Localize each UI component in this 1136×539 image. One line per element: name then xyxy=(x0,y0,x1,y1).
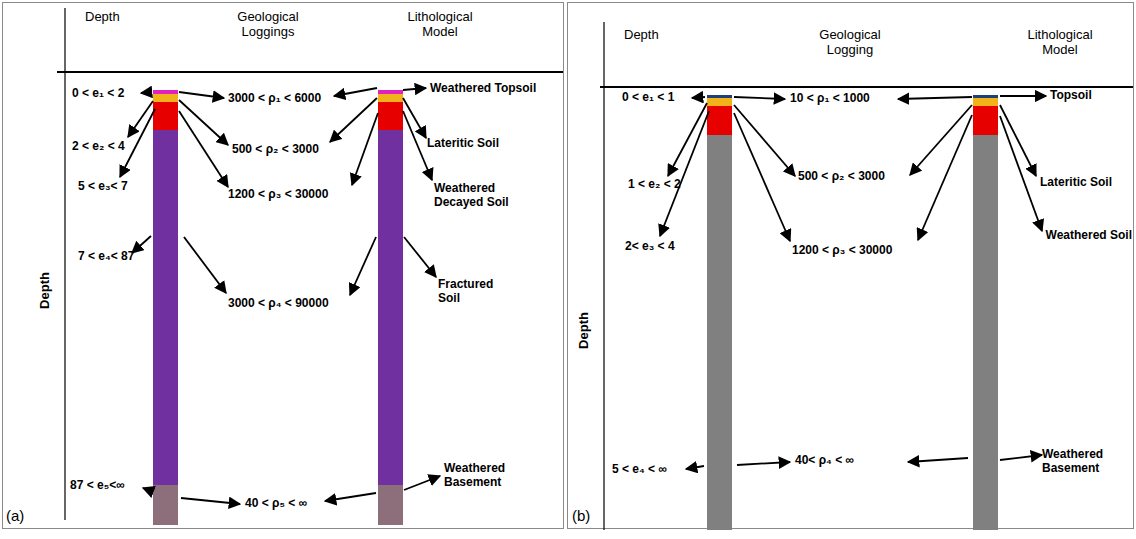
range-label: 0 < e₁ < 2 xyxy=(72,87,124,101)
leader-arrow xyxy=(898,97,972,99)
leader-arrow xyxy=(910,105,972,175)
leader-arrow xyxy=(908,458,968,462)
range-label: 40< ρ₄ < ∞ xyxy=(795,454,854,468)
lithology-band xyxy=(973,95,998,98)
leader-arrow xyxy=(403,88,426,90)
axis-line xyxy=(57,71,563,73)
column-header: Depth xyxy=(85,10,120,25)
lithology-band xyxy=(707,106,732,135)
lithology-band xyxy=(973,135,998,530)
range-label: 2< e₃ < 4 xyxy=(625,240,675,254)
leader-arrow xyxy=(404,237,436,277)
axis-title: Depth xyxy=(38,272,53,309)
lithology-band xyxy=(153,130,178,485)
lithology-band xyxy=(973,98,998,106)
range-label: 500 < ρ₂ < 3000 xyxy=(232,143,319,157)
leader-arrow xyxy=(120,109,155,177)
leader-arrow xyxy=(143,488,151,491)
leader-arrow xyxy=(1000,95,1046,97)
axis-title: Depth xyxy=(577,312,592,349)
axis-line xyxy=(600,86,1133,88)
lithology-band xyxy=(973,106,998,135)
lithology-band xyxy=(378,102,403,130)
leader-arrow xyxy=(352,113,378,185)
lithology-band xyxy=(378,90,403,94)
layer-name: Topsoil xyxy=(1050,89,1092,103)
column-header: Lithological Model xyxy=(400,10,480,40)
leader-arrow xyxy=(404,476,440,490)
panel-letter: (a) xyxy=(6,507,24,524)
leader-arrow xyxy=(692,97,705,98)
layer-name: Weathered Soil xyxy=(1046,229,1132,243)
layer-name: Weathered Basement xyxy=(444,462,534,490)
lithology-band xyxy=(378,485,403,525)
range-label: 1 < e₂ < 2 xyxy=(628,178,681,192)
leader-arrow xyxy=(325,493,376,501)
lithology-band xyxy=(707,95,732,98)
layer-name: Lateritic Soil xyxy=(1040,176,1112,190)
leader-arrow xyxy=(737,462,790,465)
leader-arrow xyxy=(141,92,151,93)
layer-name: Weathered Topsoil xyxy=(430,82,536,96)
column-header: Lithological Model xyxy=(1020,28,1100,58)
leader-arrow xyxy=(334,88,377,96)
axis-line xyxy=(603,22,604,530)
lithology-band xyxy=(153,485,178,525)
lithology-band xyxy=(707,135,732,530)
range-label: 40 < ρ₅ < ∞ xyxy=(245,497,307,511)
lithology-band xyxy=(153,94,178,102)
range-label: 1200 < ρ₃ < 30000 xyxy=(228,188,328,202)
range-label: 2 < e₂ < 4 xyxy=(72,140,125,154)
leader-arrow xyxy=(734,113,790,241)
lithology-band xyxy=(378,130,403,485)
leader-arrow xyxy=(1000,116,1042,231)
leader-arrow xyxy=(132,236,151,253)
column-header: Geological Logging xyxy=(805,28,895,58)
column-header: Geological Loggings xyxy=(223,10,313,40)
layer-name: Fractured Soil xyxy=(438,278,508,306)
range-label: 5 < e₃< 7 xyxy=(78,180,128,194)
layer-name: Weathered Basement xyxy=(1042,448,1132,476)
leader-arrow xyxy=(686,466,704,469)
layer-name: Weathered Decayed Soil xyxy=(434,182,514,210)
lithology-band xyxy=(378,94,403,102)
panel-letter: (b) xyxy=(572,507,590,524)
range-label: 10 < ρ₁ < 1000 xyxy=(790,92,870,106)
leader-arrow xyxy=(184,237,226,293)
layer-name: Lateritic Soil xyxy=(427,137,499,151)
lithology-band xyxy=(707,98,732,106)
leader-arrow xyxy=(179,111,228,187)
range-label: 0 < e₁ < 1 xyxy=(622,91,674,105)
range-label: 1200 < ρ₃ < 30000 xyxy=(792,244,892,258)
leader-arrow xyxy=(734,105,795,176)
axis-line xyxy=(64,8,65,520)
range-label: 3000 < ρ₄ < 90000 xyxy=(228,297,329,311)
column-header: Depth xyxy=(624,28,659,43)
panel-frame xyxy=(3,3,564,529)
leader-arrow xyxy=(350,237,376,295)
leader-arrow xyxy=(918,115,972,240)
range-label: 500 < ρ₂ < 3000 xyxy=(798,170,885,184)
leader-arrow xyxy=(1000,455,1042,460)
range-label: 7 < e₄< 87 xyxy=(78,250,134,264)
range-label: 5 < e₄ < ∞ xyxy=(612,463,667,477)
leader-arrow xyxy=(660,111,709,236)
range-label: 3000 < ρ₁ < 6000 xyxy=(228,92,321,106)
leader-arrow xyxy=(179,92,224,98)
lithology-band xyxy=(153,90,178,94)
leader-arrow xyxy=(181,498,240,504)
lithology-band xyxy=(153,102,178,130)
range-label: 87 < e₅<∞ xyxy=(70,479,125,493)
panel-frame xyxy=(568,3,1134,529)
leader-arrow xyxy=(734,97,785,99)
